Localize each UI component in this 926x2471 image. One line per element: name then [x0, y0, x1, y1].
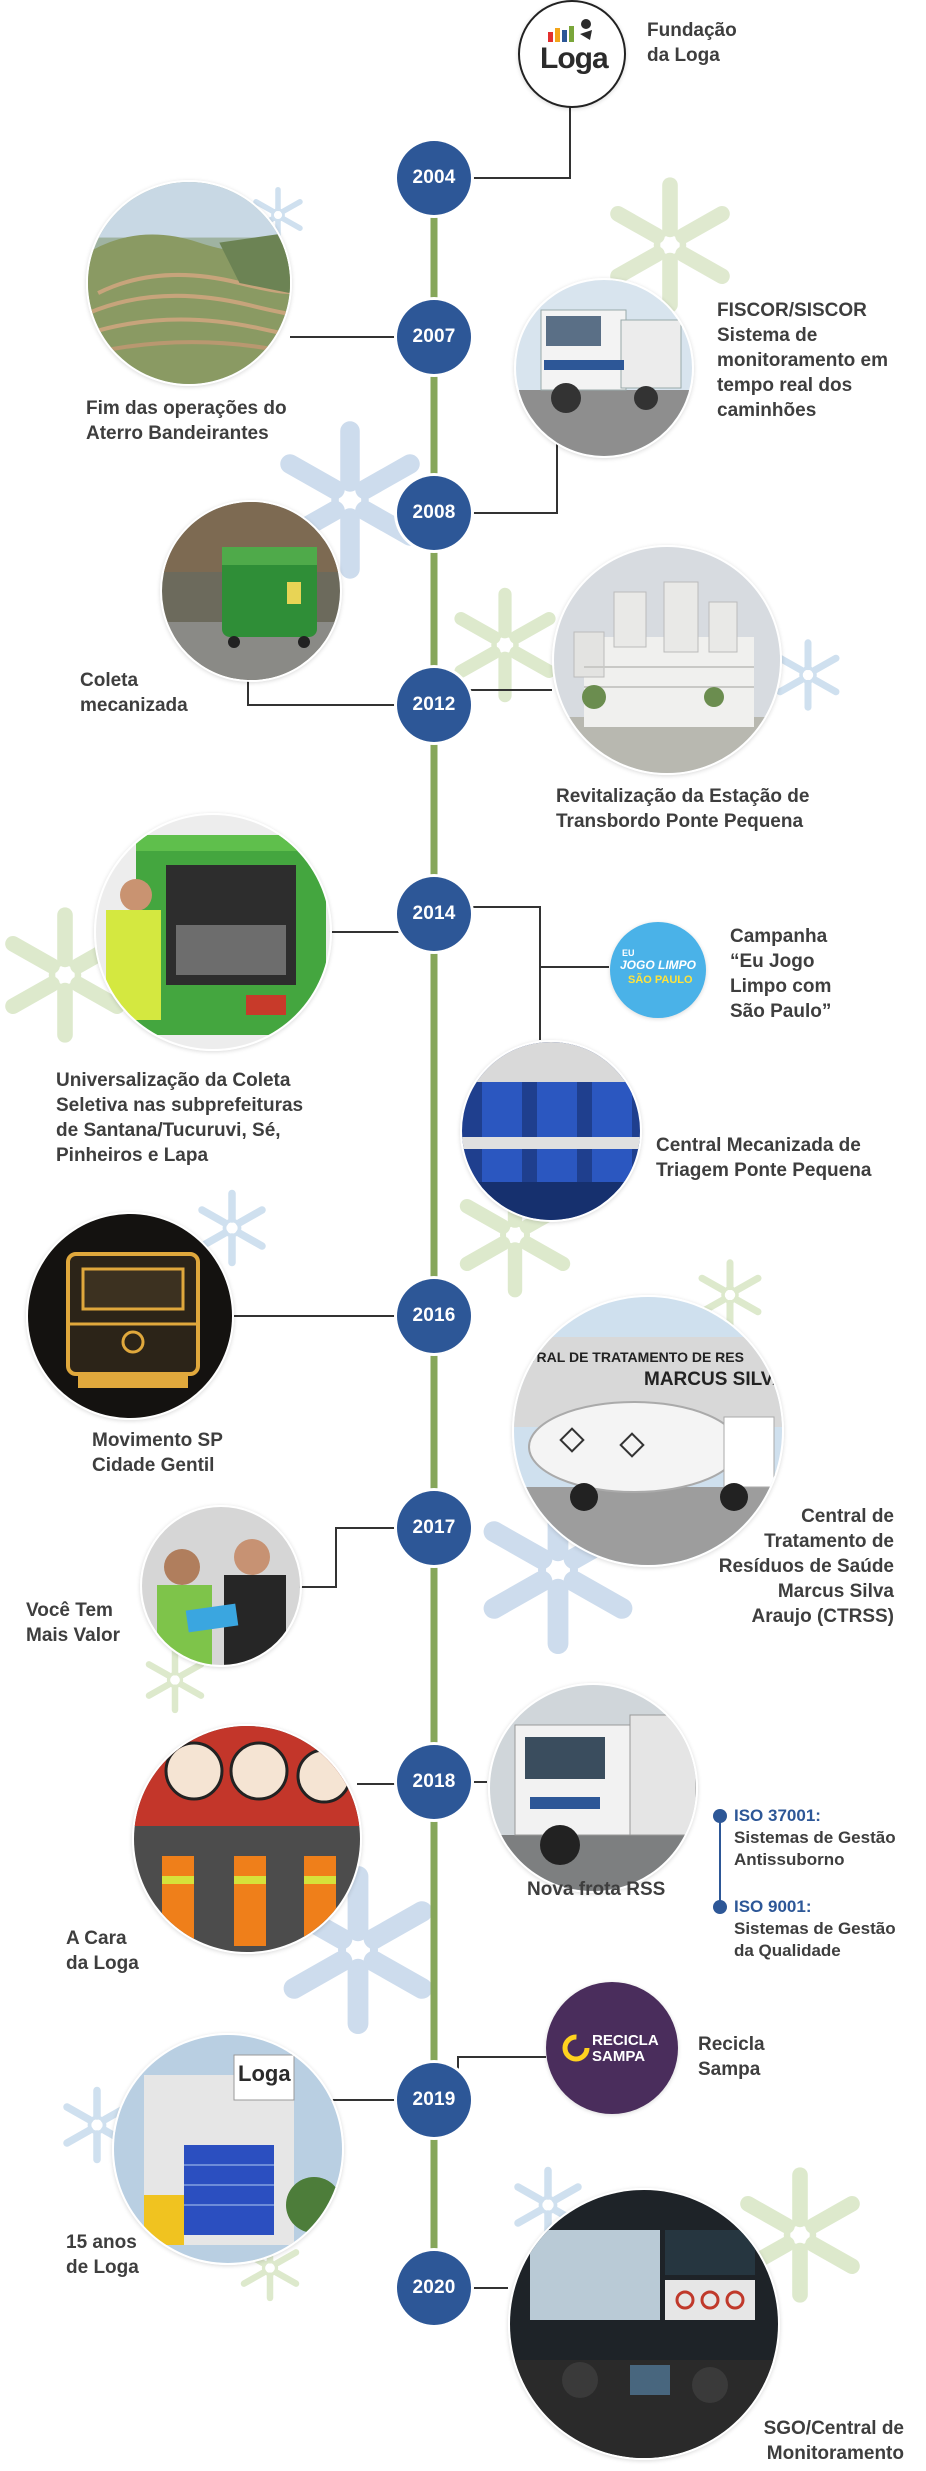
recicla-word: RECICLA [592, 2032, 659, 2049]
building-logo-word: Loga [238, 2061, 291, 2086]
year-2004[interactable]: 2004 [397, 141, 471, 215]
photo-estacao-ponte-pequena[interactable] [552, 545, 782, 775]
year-2014[interactable]: 2014 [397, 877, 471, 951]
label-campanha: Campanha “Eu Jogo Limpo com São Paulo” [730, 926, 832, 1022]
jogo-limpo-main: JOGO LIMPO [620, 958, 697, 972]
year-2008[interactable]: 2008 [397, 476, 471, 550]
label-revitalizacao: Revitalização da Estação de Transbordo P… [556, 786, 810, 832]
iso-37001-title: ISO 37001: [734, 1806, 821, 1825]
iso-9001-title: ISO 9001: [734, 1897, 812, 1916]
label-universalizacao: Universalização da Coleta Seletiva nas s… [56, 1070, 304, 1166]
badge-recicla-sampa[interactable]: RECICLA SAMPA [546, 1982, 678, 2114]
label-nova-frota: Nova frota RSS [527, 1879, 666, 1900]
iso-9001-dot [713, 1900, 727, 1914]
label-sgo: SGO/Central de Monitoramento [763, 2418, 904, 2464]
connector-2004 [470, 106, 571, 179]
label-coleta: Coleta mecanizada [80, 670, 188, 716]
iso-9001-desc: Sistemas de Gestão da Qualidade [734, 1919, 896, 1960]
label-ctrss: Central de Tratamento de Resíduos de Saú… [718, 1506, 894, 1627]
label-quinze: 15 anos de Loga [66, 2232, 139, 2278]
iso-37001-dot [713, 1809, 727, 1823]
loga-logo-icon [548, 19, 592, 42]
connector-2014-triagem [470, 906, 541, 1040]
jogo-limpo-sp: SÃO PAULO [628, 974, 693, 986]
sampa-word: SAMPA [592, 2048, 646, 2065]
year-2007[interactable]: 2007 [397, 300, 471, 374]
loga-logo-word: Loga [540, 42, 609, 75]
photo-coleta-mecanizada[interactable] [160, 500, 342, 682]
label-cara: A Cara da Loga [66, 1928, 139, 1974]
iso-37001-desc: Sistemas de Gestão Antissuborno [734, 1828, 896, 1869]
photo-aterro-bandeirantes[interactable] [86, 180, 292, 386]
photo-15-anos-loga[interactable]: Loga [112, 2033, 344, 2265]
year-2017[interactable]: 2017 [397, 1491, 471, 1565]
loga-logo-circle: Loga [518, 0, 626, 108]
jogo-limpo-eu: EU [622, 948, 635, 958]
label-recicla: Recicla Sampa [698, 2034, 765, 2080]
year-2019[interactable]: 2019 [397, 2063, 471, 2137]
label-fundacao: Fundação da Loga [647, 20, 737, 66]
year-2020[interactable]: 2020 [397, 2251, 471, 2325]
badge-jogo-limpo[interactable]: EU JOGO LIMPO SÃO PAULO [610, 922, 706, 1018]
photo-nova-frota-rss[interactable] [488, 1683, 698, 1893]
photo-voce-tem-mais-valor[interactable] [140, 1505, 302, 1667]
year-2016[interactable]: 2016 [397, 1279, 471, 1353]
label-movimento: Movimento SP Cidade Gentil [92, 1430, 223, 1476]
label-fiscor: FISCOR/SISCOR Sistema de monitoramento e… [717, 300, 889, 421]
ctrss-sign-line2: MARCUS SILVA [644, 1369, 784, 1390]
label-voce: Você Tem Mais Valor [26, 1600, 120, 1646]
connector-2017 [296, 1527, 399, 1588]
label-central-triagem: Central Mecanizada de Triagem Ponte Pequ… [656, 1135, 872, 1181]
photo-movimento-sp[interactable] [26, 1212, 234, 1420]
photo-sgo-central-monitoramento[interactable] [508, 2188, 780, 2460]
ctrss-sign-line1: TRAL DE TRATAMENTO DE RES [528, 1349, 744, 1365]
recicla-icon [562, 2034, 590, 2062]
photo-ctrss[interactable]: TRAL DE TRATAMENTO DE RES MARCUS SILVA [512, 1295, 784, 1567]
photo-cara-da-loga[interactable] [132, 1724, 362, 1954]
photo-central-triagem[interactable] [460, 1040, 642, 1222]
label-aterro: Fim das operações do Aterro Bandeirantes [86, 398, 287, 444]
photo-coleta-seletiva[interactable] [94, 813, 332, 1051]
connector-2008 [470, 440, 558, 514]
connector-2019-recicla [457, 2056, 546, 2099]
year-2012[interactable]: 2012 [397, 668, 471, 742]
year-2018[interactable]: 2018 [397, 1745, 471, 1819]
photo-fiscor-trucks[interactable] [514, 278, 694, 458]
